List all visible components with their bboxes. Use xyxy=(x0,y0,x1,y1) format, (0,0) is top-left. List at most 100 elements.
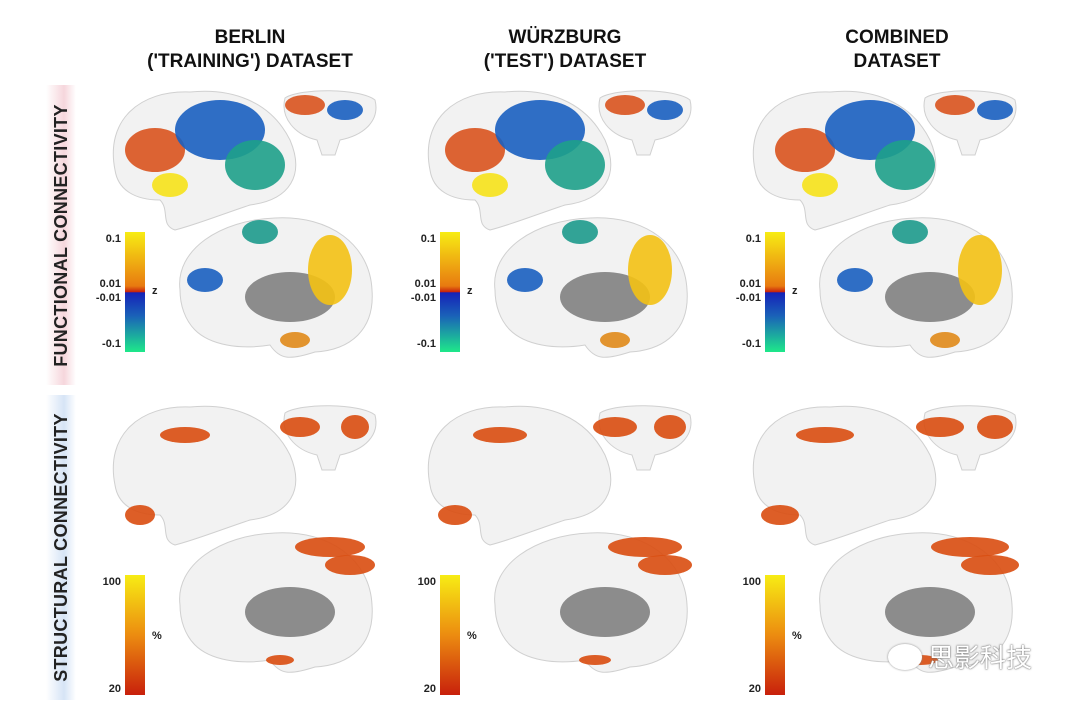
functional-colorbar-2 xyxy=(765,232,785,352)
colorbar-tick: 0.1 xyxy=(745,233,761,245)
colorbar-tick: 20 xyxy=(748,683,761,695)
connectivity-blob xyxy=(160,427,210,443)
connectivity-blob xyxy=(341,415,369,439)
colorbar-tick: -0.01 xyxy=(735,292,761,304)
colorbar-unit: % xyxy=(152,630,162,642)
activation-blob xyxy=(225,140,285,190)
colorbar-tick: 100 xyxy=(742,576,761,588)
colorbar-unit: z xyxy=(152,285,158,297)
activation-blob xyxy=(152,173,188,197)
activation-blob xyxy=(507,268,543,292)
activation-blob xyxy=(495,100,585,160)
connectivity-blob xyxy=(325,555,375,575)
colorbar-tick: -0.01 xyxy=(410,292,436,304)
medial-brain-surface xyxy=(179,532,373,673)
colorbar-tick: -0.1 xyxy=(102,338,121,350)
lateral-brain-surface xyxy=(752,405,937,546)
activation-blob xyxy=(647,100,683,120)
activation-blob xyxy=(242,220,278,244)
medial-wall-mask xyxy=(245,587,335,637)
activation-blob xyxy=(775,128,835,172)
medial-brain-surface xyxy=(819,217,1013,358)
activation-blob xyxy=(280,332,310,348)
medial-wall-mask xyxy=(885,587,975,637)
row-label-structural: STRUCTURAL CONNECTIVITY xyxy=(46,395,76,700)
medial-wall-mask xyxy=(245,272,335,322)
activation-blob xyxy=(175,100,265,160)
activation-blob xyxy=(327,100,363,120)
colorbar-unit: % xyxy=(467,630,477,642)
activation-blob xyxy=(958,235,1002,305)
colorbar-tick: 0.1 xyxy=(420,233,436,245)
medial-brain-surface xyxy=(179,217,373,358)
colorbar-tick: -0.1 xyxy=(742,338,761,350)
colorbar-tick: 0.1 xyxy=(105,233,121,245)
activation-blob xyxy=(472,173,508,197)
activation-blob xyxy=(875,140,935,190)
medial-brain-surface xyxy=(494,532,688,673)
colorbar-tick: 0.01 xyxy=(739,278,761,290)
medial-wall-mask xyxy=(885,272,975,322)
cerebellum-surface xyxy=(923,405,1017,471)
colorbar-tick: 0.01 xyxy=(99,278,121,290)
lateral-brain-surface xyxy=(752,90,937,231)
functional-colorbar-0 xyxy=(125,232,145,352)
activation-blob xyxy=(285,95,325,115)
activation-blob xyxy=(930,332,960,348)
activation-blob xyxy=(802,173,838,197)
activation-blob xyxy=(125,128,185,172)
row-label-functional: FUNCTIONAL CONNECTIVITY xyxy=(46,85,76,385)
structural-colorbar-2 xyxy=(765,575,785,695)
colorbar-unit: z xyxy=(792,285,798,297)
connectivity-blob xyxy=(608,537,682,557)
medial-wall-mask xyxy=(560,587,650,637)
cerebellum-surface xyxy=(283,405,377,471)
activation-blob xyxy=(892,220,928,244)
colorbar-tick: 100 xyxy=(417,576,436,588)
activation-blob xyxy=(605,95,645,115)
structural-colorbar-0 xyxy=(125,575,145,695)
connectivity-blob xyxy=(438,505,472,525)
colorbar-tick: 0.01 xyxy=(414,278,436,290)
activation-blob xyxy=(187,268,223,292)
colorbar-unit: z xyxy=(467,285,473,297)
medial-wall-mask xyxy=(560,272,650,322)
activation-blob xyxy=(935,95,975,115)
activation-blob xyxy=(825,100,915,160)
colorbar-tick: 20 xyxy=(108,683,121,695)
colorbar-tick: -0.1 xyxy=(417,338,436,350)
connectivity-blob xyxy=(654,415,686,439)
connectivity-blob xyxy=(280,417,320,437)
colorbar-tick: 20 xyxy=(423,683,436,695)
lateral-brain-surface xyxy=(427,90,612,231)
cerebellum-surface xyxy=(598,405,692,471)
colorbar-unit: % xyxy=(792,630,802,642)
connectivity-blob xyxy=(266,655,294,665)
connectivity-blob xyxy=(473,427,527,443)
connectivity-blob xyxy=(579,655,611,665)
colorbar-tick: 100 xyxy=(102,576,121,588)
structural-colorbar-1 xyxy=(440,575,460,695)
connectivity-blob xyxy=(961,555,1019,575)
watermark: 思影科技 xyxy=(888,638,1032,675)
cerebellum-surface xyxy=(598,90,692,156)
activation-blob xyxy=(600,332,630,348)
cerebellum-surface xyxy=(283,90,377,156)
lateral-brain-surface xyxy=(112,90,297,231)
activation-blob xyxy=(628,235,672,305)
activation-blob xyxy=(445,128,505,172)
activation-blob xyxy=(562,220,598,244)
activation-blob xyxy=(308,235,352,305)
connectivity-blob xyxy=(761,505,799,525)
colorbar-tick: -0.01 xyxy=(95,292,121,304)
lateral-brain-surface xyxy=(112,405,297,546)
connectivity-blob xyxy=(638,555,692,575)
connectivity-blob xyxy=(931,537,1009,557)
cerebellum-surface xyxy=(923,90,1017,156)
